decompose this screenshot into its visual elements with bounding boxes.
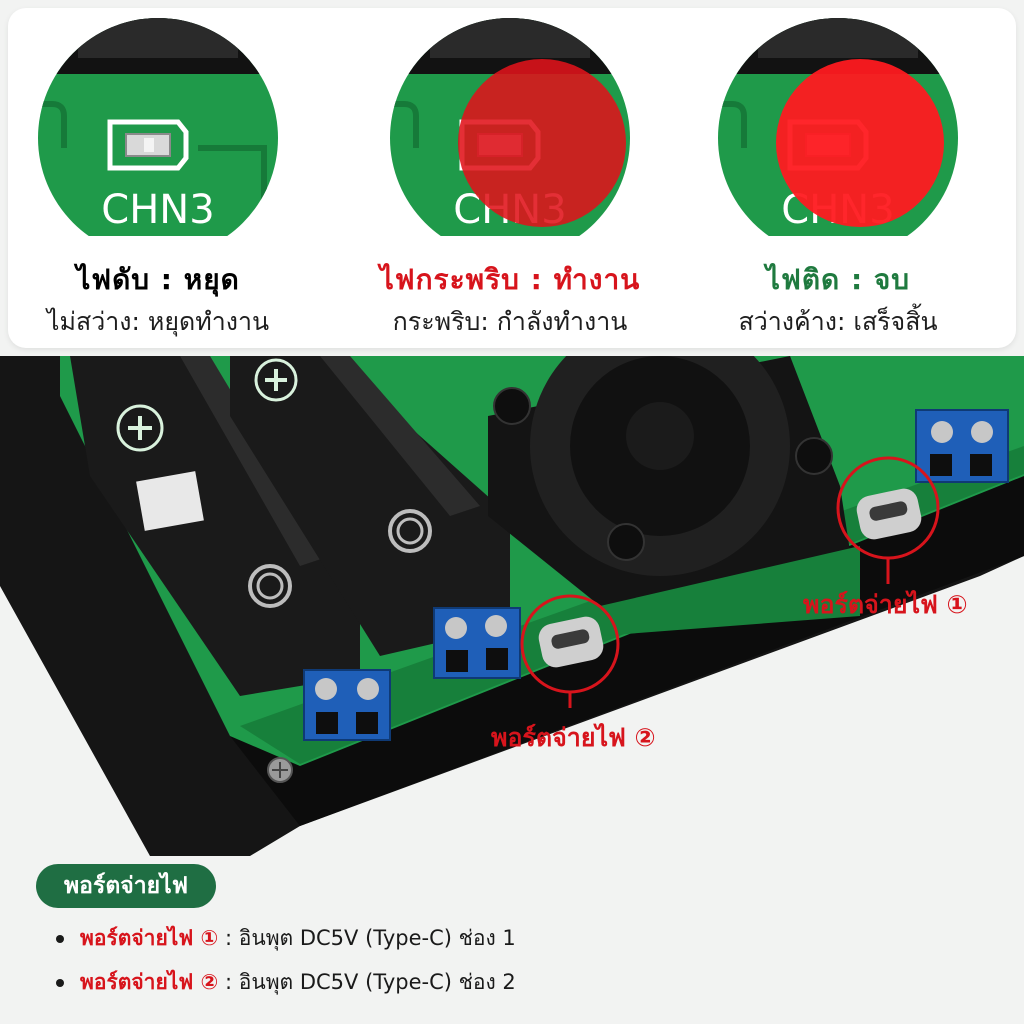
- legend-title: พอร์ตจ่ายไฟ: [36, 864, 216, 908]
- legend-item: พอร์ตจ่ายไฟ ② : อินพุต DC5V (Type-C) ช่อ…: [56, 960, 516, 1004]
- legend-port-label: พอร์ตจ่ายไฟ ②: [80, 970, 219, 994]
- legend-item: พอร์ตจ่ายไฟ ① : อินพุต DC5V (Type-C) ช่อ…: [56, 916, 516, 960]
- terminal-block: [303, 669, 391, 741]
- qr-sticker: [136, 471, 204, 531]
- callout-port-2: พอร์ตจ่ายไฟ ②: [491, 723, 656, 752]
- bullet-icon: [56, 935, 64, 943]
- battery-holder: [230, 356, 510, 656]
- led-glow: [458, 59, 626, 227]
- terminal-block: [915, 409, 1009, 483]
- cooling-fan: [488, 356, 860, 636]
- led-state-blinking: CHN3 ไฟกระพริบ : ทำงาน กระพริบ: กำลังทำง…: [360, 8, 660, 348]
- legend-port-text: : อินพุต DC5V (Type-C) ช่อง 2: [218, 970, 516, 994]
- charger-board-photo: [0, 356, 1024, 856]
- led-zoom-image: CHN3: [390, 18, 630, 236]
- led-silk-label: CHN3: [101, 187, 214, 233]
- status-title: ไฟกระพริบ : ทำงาน: [379, 263, 641, 296]
- led-state-off: CHN3 ไฟดับ : หยุด ไม่สว่าง: หยุดทำงาน: [8, 8, 308, 348]
- status-description: ไม่สว่าง: หยุดทำงาน: [46, 307, 270, 336]
- legend-port-text: : อินพุต DC5V (Type-C) ช่อง 1: [218, 926, 516, 950]
- legend-port-label: พอร์ตจ่ายไฟ ①: [80, 926, 219, 950]
- usb-c-port-2: [520, 594, 620, 708]
- bullet-icon: [56, 979, 64, 987]
- led-state-on: CHN3 ไฟติด : จบ สว่างค้าง: เสร็จสิ้น: [688, 8, 988, 348]
- callout-port-1: พอร์ตจ่ายไฟ ①: [803, 590, 968, 619]
- plus-icon: [116, 404, 164, 452]
- usb-c-port-1: [836, 456, 940, 584]
- led-zoom-image: CHN3: [718, 18, 958, 236]
- led-status-card: CHN3 ไฟดับ : หยุด ไม่สว่าง: หยุดทำงาน CH…: [8, 8, 1016, 348]
- led-glow: [776, 59, 944, 227]
- legend-list: พอร์ตจ่ายไฟ ① : อินพุต DC5V (Type-C) ช่อ…: [56, 916, 516, 1004]
- status-description: สว่างค้าง: เสร็จสิ้น: [738, 307, 938, 336]
- led-zoom-image: CHN3: [38, 18, 278, 236]
- status-title: ไฟติด : จบ: [765, 263, 911, 296]
- terminal-block: [433, 607, 521, 679]
- plus-icon: [254, 358, 298, 402]
- status-description: กระพริบ: กำลังทำงาน: [392, 307, 628, 336]
- status-title: ไฟดับ : หยุด: [76, 263, 240, 296]
